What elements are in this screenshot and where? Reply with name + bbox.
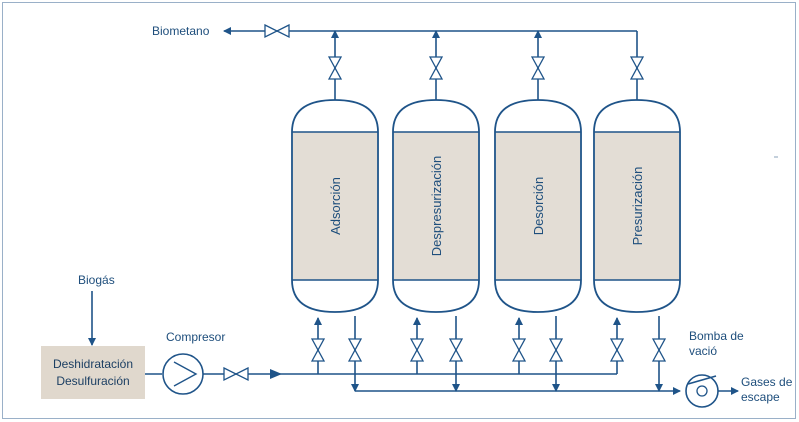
- column-3-top-valve[interactable]: [530, 56, 546, 80]
- column-3-bed: [496, 132, 580, 280]
- column-4-bed: [595, 132, 679, 280]
- biogas-label: Biogás: [78, 273, 115, 287]
- column-4-exhaust-valve[interactable]: [651, 338, 667, 362]
- column-3-exhaust-valve[interactable]: [548, 338, 564, 362]
- column-1-stage-label: Adsorción: [328, 177, 343, 235]
- bottom-piping: [310, 316, 681, 395]
- column-4-stage-label: Presurización: [630, 167, 645, 246]
- compressor-label: Compresor: [166, 330, 225, 344]
- column-2-stage-label: Despresurización: [429, 156, 444, 256]
- column-3: Desorción: [494, 30, 582, 313]
- column-2-exhaust-valve[interactable]: [448, 338, 464, 362]
- column-4: Presurización: [593, 31, 681, 313]
- column-1-top-valve[interactable]: [327, 56, 343, 80]
- biomethane-header: Biometano: [152, 23, 637, 39]
- column-4-top-valve[interactable]: [629, 56, 645, 80]
- exhaust-label-line1: Gases de: [741, 375, 793, 389]
- column-2-feed-valve[interactable]: [409, 338, 425, 362]
- column-4-feed-valve[interactable]: [609, 338, 625, 362]
- biomethane-label: Biometano: [152, 24, 210, 38]
- compressor-outlet-valve[interactable]: [223, 366, 249, 382]
- feed-flow-arrow: [270, 369, 282, 379]
- pretreatment-line2: Desulfuración: [56, 374, 129, 388]
- vacuum-pump[interactable]: [685, 374, 739, 408]
- vacuum-pump-label-line1: Bomba de: [689, 329, 744, 343]
- column-1-feed-valve[interactable]: [310, 338, 326, 362]
- compressor[interactable]: [162, 353, 204, 395]
- pretreatment-box: [41, 346, 145, 399]
- biomethane-valve[interactable]: [264, 23, 290, 39]
- column-2: Despresurización: [392, 30, 480, 313]
- pretreatment-line1: Deshidratación: [53, 357, 133, 371]
- column-1-bed: [293, 132, 377, 280]
- column-1-exhaust-valve[interactable]: [347, 338, 363, 362]
- column-3-stage-label: Desorción: [531, 177, 546, 236]
- column-2-top-valve[interactable]: [428, 56, 444, 80]
- exhaust-label-line2: escape: [741, 390, 780, 404]
- adsorption-columns: Adsorción Despresurización Desorción: [291, 30, 681, 313]
- pretreatment-unit[interactable]: Deshidratación Desulfuración: [41, 346, 145, 399]
- column-3-feed-valve[interactable]: [511, 338, 527, 362]
- column-2-bed: [394, 132, 478, 280]
- vacuum-pump-label-line2: vació: [689, 344, 717, 358]
- column-1: Adsorción: [291, 30, 379, 313]
